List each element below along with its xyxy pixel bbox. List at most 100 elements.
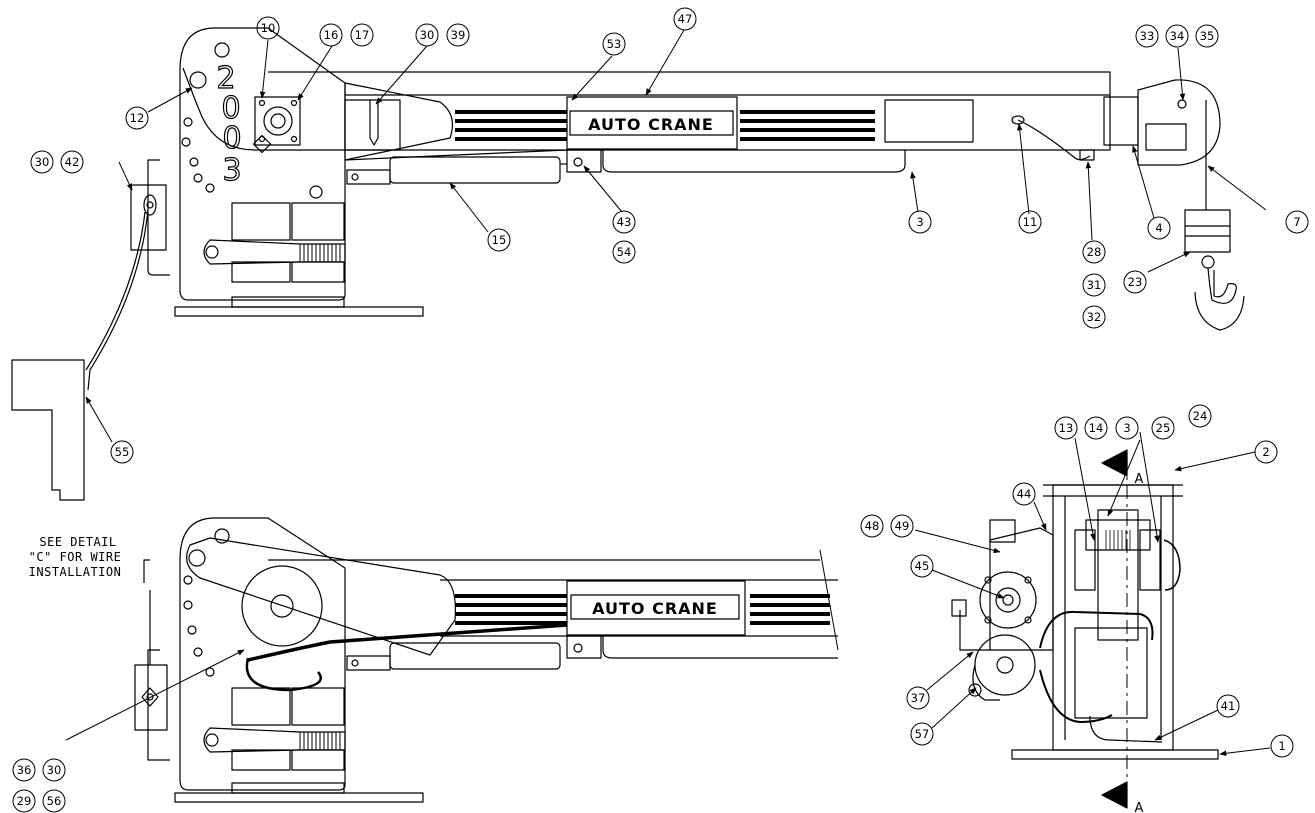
callout-numbers: 10 16 17 30 39 12 30 42 53 47 33 34 35 1… xyxy=(17,12,1301,808)
section-label-bottom: A xyxy=(1135,801,1144,813)
callout-13: 13 xyxy=(1059,421,1074,435)
cap-digit-3: 0 xyxy=(222,121,241,156)
callout-28: 28 xyxy=(1087,245,1102,259)
mast-bolt-top xyxy=(214,42,230,58)
note-line-1: SEE DETAIL xyxy=(39,535,116,549)
callout-16: 16 xyxy=(324,28,339,42)
boom-stripes-bottom xyxy=(455,594,830,625)
callout-53: 53 xyxy=(607,37,622,51)
callout-41: 41 xyxy=(1221,699,1236,713)
mast-cap-curve xyxy=(182,67,345,151)
lower-arm-top xyxy=(203,239,346,265)
callout-31: 31 xyxy=(1087,278,1102,292)
pendant-cable xyxy=(87,209,149,391)
callout-39: 39 xyxy=(451,28,466,42)
boom-arm-bottom xyxy=(186,537,457,656)
logo-box-top xyxy=(569,110,734,136)
callout-48: 48 xyxy=(865,519,880,533)
slew-hub-bottom xyxy=(241,565,323,647)
callout-57: 57 xyxy=(915,727,930,741)
callout-34: 34 xyxy=(1170,29,1185,43)
base-plate-bottom xyxy=(174,792,424,803)
control-hose-top xyxy=(147,159,170,276)
callout-35: 35 xyxy=(1200,29,1215,43)
boom-tip-top xyxy=(1103,96,1139,146)
callout-2: 2 xyxy=(1262,445,1269,459)
motor-plate-end xyxy=(989,527,1054,651)
section-arrow-bottom xyxy=(1101,781,1128,809)
slew-motor-end xyxy=(979,571,1037,629)
hook-top xyxy=(1207,267,1237,304)
callout-37: 37 xyxy=(911,691,926,705)
lift-cylinder-top xyxy=(389,156,561,184)
base-pedestal-top xyxy=(231,296,345,308)
leader-lines xyxy=(65,29,1271,757)
mast-body-bottom xyxy=(179,517,346,791)
base-plate-top xyxy=(174,306,424,317)
callout-49: 49 xyxy=(895,519,910,533)
cap-digit-2: 0 xyxy=(221,91,240,126)
swing-drive-top xyxy=(254,96,301,146)
note-line-3: INSTALLATION xyxy=(29,565,122,579)
logo-box-bottom xyxy=(570,594,740,620)
mast-body-top xyxy=(179,27,346,301)
callout-24: 24 xyxy=(1193,409,1208,423)
callout-7: 7 xyxy=(1293,215,1300,229)
valve-block-end xyxy=(1074,627,1148,719)
callout-1: 1 xyxy=(1278,739,1285,753)
callout-43: 43 xyxy=(617,215,632,229)
callout-47: 47 xyxy=(678,12,693,26)
callout-54: 54 xyxy=(617,245,632,259)
callout-45: 45 xyxy=(915,559,930,573)
wire-run-bottom xyxy=(247,623,568,662)
winch-motor-end xyxy=(974,634,1036,696)
remote-box-top xyxy=(130,184,167,251)
callout-55: 55 xyxy=(115,445,130,459)
section-arrow-top xyxy=(1101,449,1128,477)
callout-36: 36 xyxy=(17,763,32,777)
callout-56: 56 xyxy=(47,794,62,808)
section-label-top: A xyxy=(1135,472,1144,487)
callout-14: 14 xyxy=(1089,421,1104,435)
callout-30-c: 30 xyxy=(47,763,62,777)
winch-drum-end xyxy=(1097,509,1139,641)
bottom-side-view xyxy=(134,517,839,803)
base-plate-end xyxy=(1011,749,1219,760)
callout-4: 4 xyxy=(1155,221,1162,235)
logo-text-bottom: AUTO CRANE xyxy=(592,599,718,618)
callout-23: 23 xyxy=(1128,275,1143,289)
callout-3: 3 xyxy=(916,215,923,229)
callout-30-a: 30 xyxy=(420,28,435,42)
part-12-knob xyxy=(189,71,207,89)
callout-12: 12 xyxy=(130,111,145,125)
logo-panel-top xyxy=(566,96,738,150)
cap-number: 2 0 0 3 xyxy=(216,60,242,188)
callout-33: 33 xyxy=(1140,29,1155,43)
callout-32: 32 xyxy=(1087,310,1102,324)
under-boom-rail xyxy=(602,150,906,173)
remote-box-bottom xyxy=(134,664,168,731)
callout-10: 10 xyxy=(261,21,276,35)
callout-17: 17 xyxy=(355,28,370,42)
hook-eye-top xyxy=(1201,255,1215,269)
hook-block-top xyxy=(1184,209,1231,253)
callout-25: 25 xyxy=(1156,421,1171,435)
top-side-view xyxy=(11,27,1245,501)
boom-main-top xyxy=(268,71,1111,151)
boom-main-bottom xyxy=(268,559,838,637)
callout-11: 11 xyxy=(1023,215,1038,229)
callout-15: 15 xyxy=(492,233,507,247)
detail-note: SEE DETAIL "C" FOR WIRE INSTALLATION xyxy=(29,535,122,579)
end-view xyxy=(951,449,1219,809)
callout-circles xyxy=(12,7,1309,813)
callout-42: 42 xyxy=(65,155,80,169)
cap-digit-1: 2 xyxy=(216,61,235,96)
cap-digit-4: 3 xyxy=(222,153,241,188)
logo-panel-bottom xyxy=(566,580,746,636)
sheave-housing-top xyxy=(1137,79,1221,166)
boom-stripes-top xyxy=(455,110,875,141)
callout-29: 29 xyxy=(17,794,32,808)
note-line-2: "C" FOR WIRE xyxy=(29,550,122,564)
pendant-holder xyxy=(11,359,85,501)
